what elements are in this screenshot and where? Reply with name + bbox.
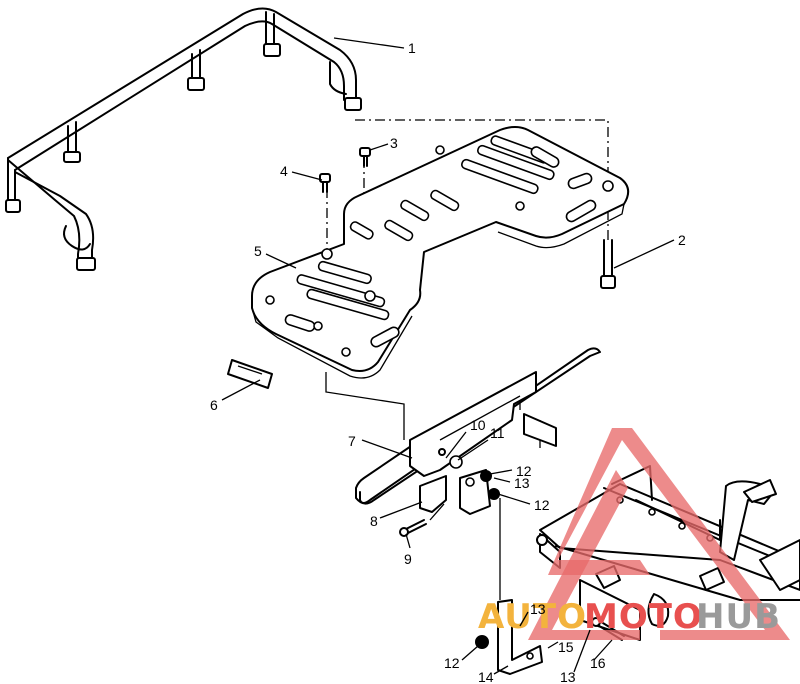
screw-small — [359, 147, 371, 167]
callout-12-c: 12 — [444, 655, 460, 671]
bolt-9 — [399, 519, 427, 537]
callout-11: 11 — [490, 425, 505, 441]
reflector-plate — [227, 359, 273, 389]
callout-13-b: 13 — [530, 601, 546, 617]
callout-12-b: 12 — [534, 497, 550, 513]
callout-13-a: 13 — [514, 475, 530, 491]
bolt-long — [600, 239, 616, 289]
rack-rail — [5, 7, 362, 271]
watermark-hub: HUB — [696, 597, 781, 637]
callout-5: 5 — [254, 243, 262, 259]
callout-10: 10 — [470, 417, 486, 433]
mount-bracket — [419, 455, 500, 521]
callout-1: 1 — [408, 40, 416, 56]
callout-9: 9 — [404, 551, 412, 567]
callout-3: 3 — [390, 135, 398, 151]
callout-14: 14 — [478, 669, 494, 684]
rack-platform — [251, 126, 630, 379]
callout-13-c: 13 — [560, 669, 576, 684]
callout-2: 2 — [678, 232, 686, 248]
callout-labels: 1 2 3 4 5 6 7 8 9 10 11 12 13 12 13 15 1… — [210, 40, 686, 684]
leader-lines — [221, 37, 675, 675]
callout-16: 16 — [590, 655, 606, 671]
callout-4: 4 — [280, 163, 288, 179]
watermark-moto: MOTO — [584, 597, 703, 637]
callout-6: 6 — [210, 397, 218, 413]
pin-10 — [438, 448, 446, 456]
screw-small-2 — [319, 173, 331, 193]
callout-12-a: 12 — [516, 463, 532, 479]
callout-8: 8 — [370, 513, 378, 529]
callout-7: 7 — [348, 433, 356, 449]
watermark-auto: AUTO — [478, 597, 587, 637]
callout-15: 15 — [558, 639, 574, 655]
watermark-logo: AUTO MOTO HUB — [478, 428, 790, 640]
